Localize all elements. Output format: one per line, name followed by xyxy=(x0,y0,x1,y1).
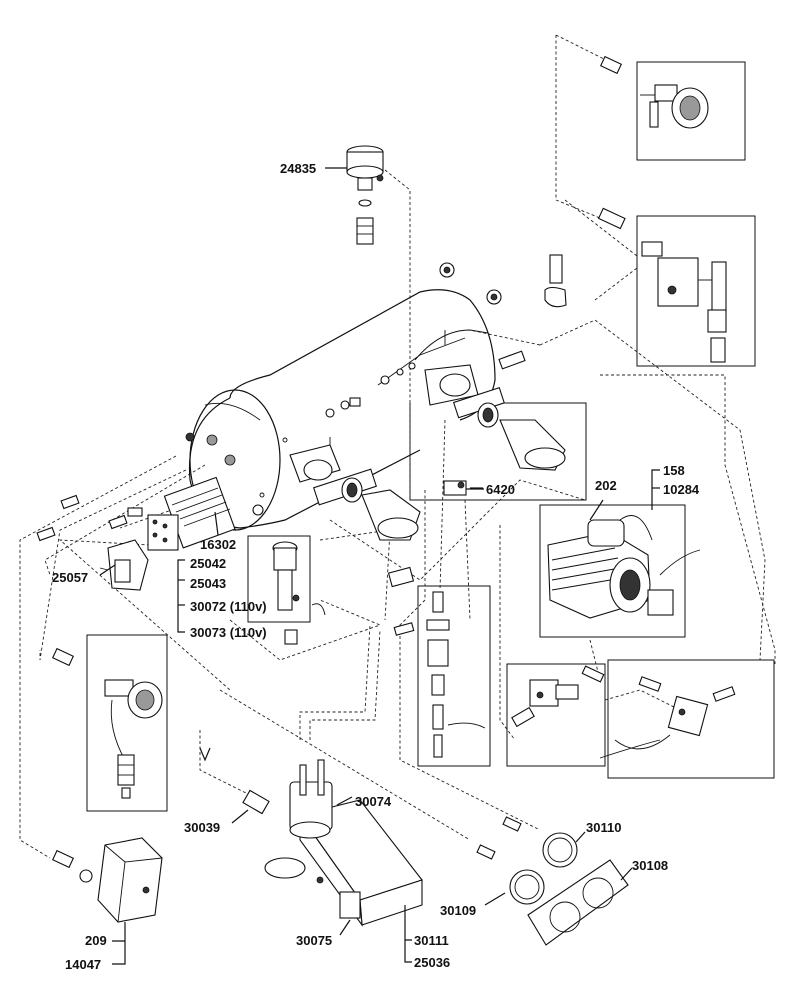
part-heater-valve xyxy=(272,541,326,616)
detail-box-heating-valve xyxy=(247,535,311,623)
part-center-valve-column xyxy=(426,591,486,758)
part-solenoid-top xyxy=(597,207,727,363)
label-14047: 14047 xyxy=(65,957,101,972)
label-16302: 16302 xyxy=(200,537,236,552)
misc-fittings-left xyxy=(36,494,415,645)
label-30073: 30073 (110v) xyxy=(190,625,267,640)
label-158: 158 xyxy=(663,463,685,478)
part-25057 xyxy=(99,539,149,591)
label-25057: 25057 xyxy=(52,570,88,585)
label-6420: 6420 xyxy=(486,482,515,497)
detail-box-top-right xyxy=(636,61,746,161)
label-30109: 30109 xyxy=(440,903,476,918)
detail-box-pressure-valve xyxy=(607,659,775,779)
detail-box-solenoid-top xyxy=(636,215,756,367)
label-30072: 30072 (110v) xyxy=(190,599,267,614)
part-pressure-valve xyxy=(599,676,736,759)
label-25042: 25042 xyxy=(190,556,226,571)
part-30039 xyxy=(199,747,270,815)
label-30039: 30039 xyxy=(184,820,220,835)
detail-box-pump-motor xyxy=(539,504,686,638)
label-30074: 30074 xyxy=(355,794,392,809)
group-head-left xyxy=(289,437,421,541)
label-24835: 24835 xyxy=(280,161,316,176)
part-6420 xyxy=(443,480,483,496)
tank-fittings xyxy=(325,262,526,418)
leader-lines xyxy=(99,167,660,965)
group-head-right xyxy=(424,330,566,471)
part-top-right-valve xyxy=(599,55,709,129)
detail-box-left-valve xyxy=(86,634,168,812)
connector-lines xyxy=(19,34,776,859)
label-25036: 25036 xyxy=(414,955,450,970)
part-drip-tray xyxy=(264,759,423,927)
label-209: 209 xyxy=(85,933,107,948)
part-209-box xyxy=(51,837,163,923)
part-pump-motor xyxy=(547,515,701,619)
part-24835 xyxy=(346,145,384,245)
part-left-valve xyxy=(51,647,163,799)
label-30110: 30110 xyxy=(586,820,621,835)
label-30075: 30075 xyxy=(296,933,332,948)
detail-box-valve-center xyxy=(417,585,491,767)
label-10284: 10284 xyxy=(663,482,700,497)
part-solenoid-small xyxy=(511,665,605,728)
part-labels: 24835 6420 202 158 10284 16302 25042 250… xyxy=(52,161,700,972)
steam-pipe-fitting xyxy=(544,254,567,308)
detail-box-solenoid-small xyxy=(506,663,606,767)
part-gauges xyxy=(476,816,578,905)
label-25043: 25043 xyxy=(190,576,226,591)
label-30111: 30111 xyxy=(414,933,449,948)
label-30108: 30108 xyxy=(632,858,668,873)
part-30108-faceplate xyxy=(527,859,629,946)
label-202: 202 xyxy=(595,478,617,493)
